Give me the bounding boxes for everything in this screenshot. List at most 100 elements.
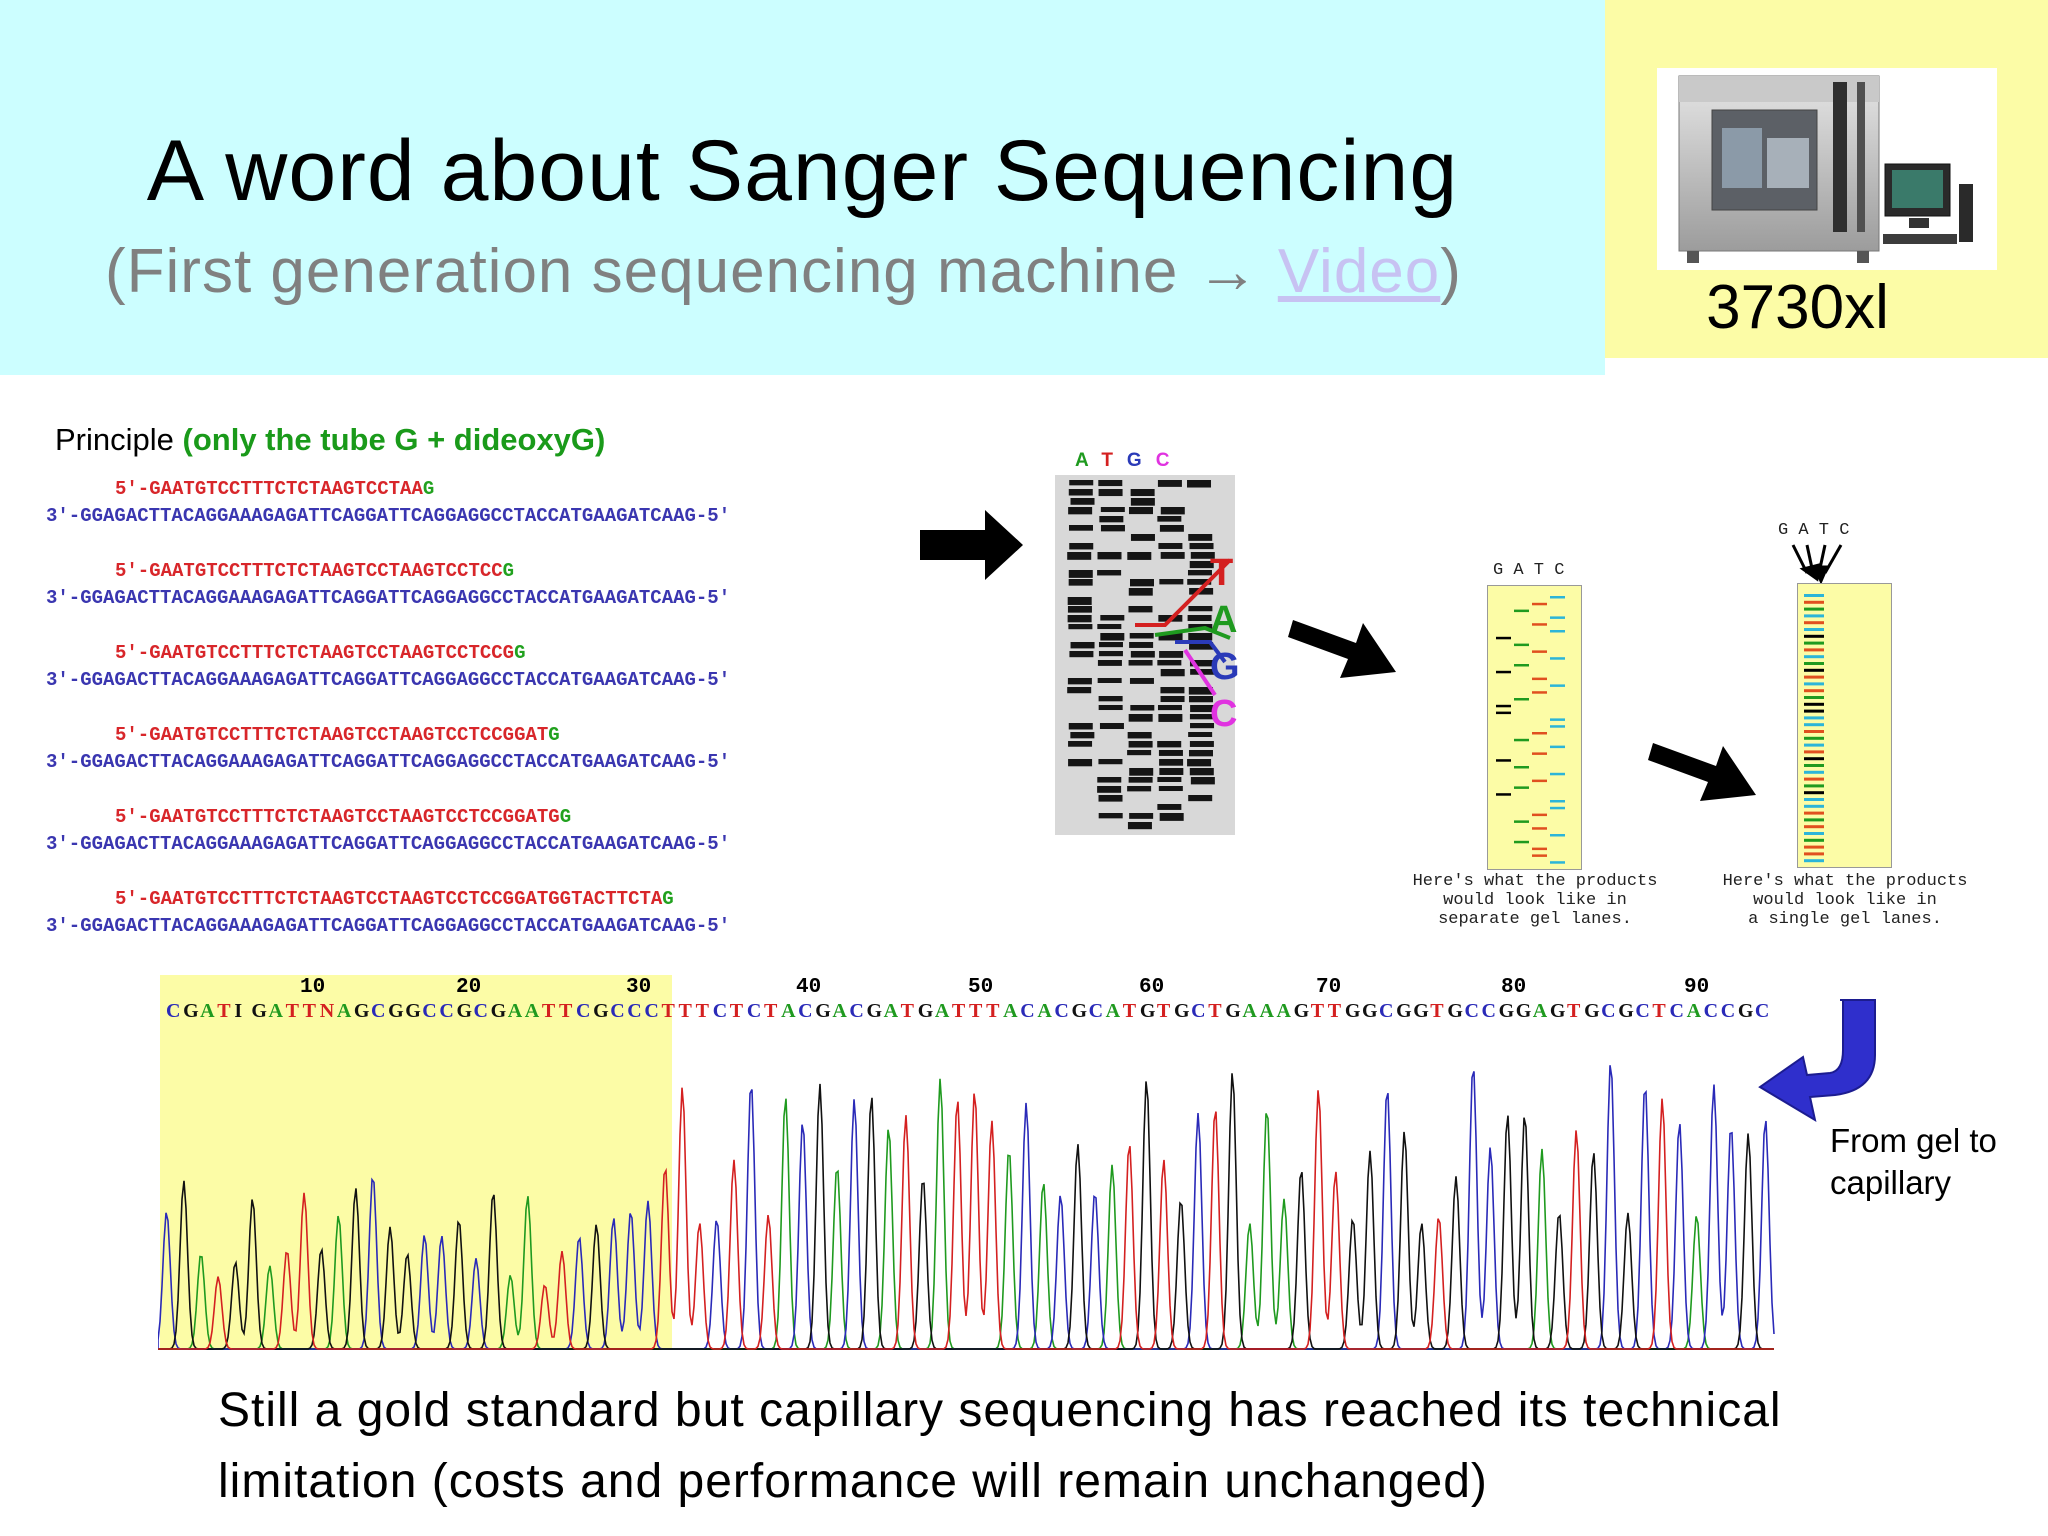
base-call: A xyxy=(934,1000,950,1022)
single-band xyxy=(1804,818,1824,822)
separate-lanes-panel xyxy=(1487,585,1582,870)
base-call: A xyxy=(883,1000,899,1022)
gel-lane-label: T xyxy=(1101,450,1127,471)
dideoxy-base: G xyxy=(502,560,515,582)
base-call: G xyxy=(1071,1000,1088,1022)
gel-side-letter: T xyxy=(1210,552,1234,594)
gel-band xyxy=(1127,732,1152,739)
gel-band xyxy=(1130,651,1155,658)
base-call: C xyxy=(1191,1000,1206,1022)
base-call: A xyxy=(1276,1000,1291,1022)
dideoxy-base: G xyxy=(548,724,560,746)
gel-band xyxy=(1157,660,1182,666)
base-call: T xyxy=(1566,1000,1581,1022)
single-band xyxy=(1804,730,1824,733)
tick-label: 60 xyxy=(1139,976,1165,999)
caption-line: From gel to xyxy=(1830,1122,1997,1159)
gel-band xyxy=(1187,759,1212,767)
base-call: C xyxy=(798,1000,813,1022)
separate-band xyxy=(1532,779,1547,783)
separate-band xyxy=(1532,813,1547,817)
base-call: T xyxy=(1122,1000,1137,1022)
single-band xyxy=(1804,709,1824,713)
single-band xyxy=(1804,648,1824,652)
base-call: G xyxy=(490,1000,507,1022)
gel-band xyxy=(1100,525,1125,532)
gel-band xyxy=(1128,660,1153,666)
gel-band xyxy=(1067,606,1092,613)
gel-band xyxy=(1067,597,1092,605)
base-call: A xyxy=(268,1000,283,1022)
single-band xyxy=(1804,600,1824,604)
base-call: G xyxy=(917,1000,934,1022)
single-band xyxy=(1804,634,1824,638)
single-band xyxy=(1804,675,1824,679)
base-call: G xyxy=(1396,1000,1412,1022)
separate-band xyxy=(1532,623,1547,626)
gel-band xyxy=(1129,633,1154,639)
video-link[interactable]: Video xyxy=(1277,237,1441,306)
gel-band xyxy=(1187,615,1212,621)
principle-title: Principle xyxy=(55,422,174,457)
separate-band xyxy=(1496,636,1511,640)
single-band xyxy=(1804,702,1824,706)
caption-line: a single gel lanes. xyxy=(1748,910,1942,929)
gel-band xyxy=(1069,543,1094,550)
gel-band xyxy=(1158,633,1183,641)
template-strand: 3'-GGAGACTTACAGGAAAGAGATTCAGGATTCAGGAGGC… xyxy=(46,505,731,527)
arrow-right-icon xyxy=(920,510,1023,580)
single-band xyxy=(1804,859,1824,863)
single-band xyxy=(1804,764,1824,767)
separate-band xyxy=(1550,800,1565,803)
primer-strand: 5'-GAATGTCCTTTCTCTAAGTCCTAAGTCCTCCGG xyxy=(115,642,525,664)
gel-band xyxy=(1159,768,1184,775)
base-call: C xyxy=(1703,1000,1719,1022)
gel-band xyxy=(1068,759,1093,767)
converge-arrows-icon xyxy=(1791,544,1843,583)
gel-band xyxy=(1127,786,1152,792)
gel-band xyxy=(1070,732,1095,739)
gel-band xyxy=(1159,579,1184,585)
base-call: A xyxy=(1686,1000,1702,1022)
template-strand: 3'-GGAGACTTACAGGAAAGAGATTCAGGATTCAGGAGGC… xyxy=(46,669,731,691)
base-call: C xyxy=(1464,1000,1479,1022)
gel-band xyxy=(1127,552,1152,560)
separate-band xyxy=(1532,602,1547,606)
base-call: G xyxy=(1361,1000,1378,1022)
primer-strand: 5'-GAATGTCCTTTCTCTAAGTCCTAAG xyxy=(115,478,434,500)
base-call: C xyxy=(166,1000,181,1022)
base-call: C xyxy=(849,1000,864,1022)
separate-band xyxy=(1550,834,1565,837)
caption-line: would look like in xyxy=(1753,891,1937,910)
base-call: G xyxy=(1498,1000,1515,1022)
single-band xyxy=(1804,804,1824,808)
gel-band xyxy=(1127,822,1152,830)
base-call: A xyxy=(1003,1000,1018,1022)
separate-band xyxy=(1496,670,1511,674)
gel-band xyxy=(1189,642,1214,650)
gel-band xyxy=(1188,732,1213,738)
template-strand: 3'-GGAGACTTACAGGAAAGAGATTCAGGATTCAGGAGGC… xyxy=(46,833,731,855)
single-band xyxy=(1804,594,1824,597)
separate-band xyxy=(1496,793,1511,796)
subtitle-prefix: (First generation sequencing machine → xyxy=(105,237,1278,306)
gel-band xyxy=(1097,777,1122,783)
gel-side-letter: G xyxy=(1210,646,1240,688)
gel-band xyxy=(1098,489,1123,497)
gel-band xyxy=(1099,516,1124,523)
base-call: C xyxy=(1379,1000,1394,1022)
gel-band xyxy=(1188,795,1213,802)
separate-band xyxy=(1550,725,1565,728)
base-call: I xyxy=(234,1000,243,1022)
separate-band xyxy=(1514,766,1529,769)
single-band xyxy=(1804,607,1824,611)
single-band xyxy=(1804,628,1824,631)
gel-band xyxy=(1160,552,1185,559)
header-band xyxy=(0,0,1605,375)
base-call: T xyxy=(302,1000,317,1022)
gel-band xyxy=(1189,543,1214,550)
base-call: C xyxy=(439,1000,454,1022)
gel-lane-label: C xyxy=(1155,450,1184,471)
separate-band xyxy=(1532,752,1547,755)
gel-band xyxy=(1188,633,1213,641)
